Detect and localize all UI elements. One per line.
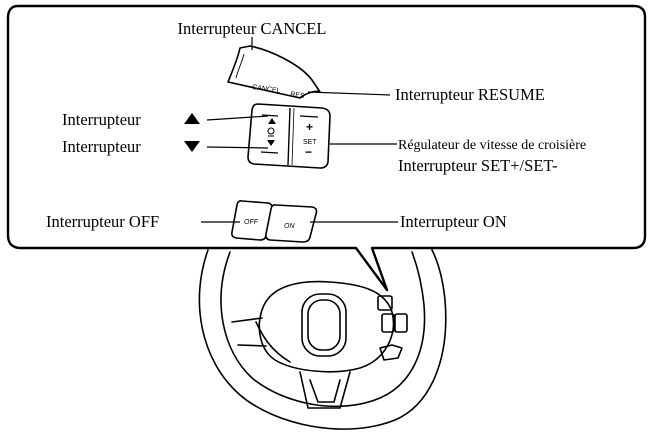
up-arrow-icon <box>184 113 200 124</box>
label-cancel: Interrupteur CANCEL <box>178 19 327 38</box>
label-down: Interrupteur <box>62 137 141 156</box>
set-plus-key: + <box>306 120 313 134</box>
label-off: Interrupteur OFF <box>46 212 159 231</box>
down-arrow-icon <box>184 141 200 152</box>
leader-lines <box>201 37 398 223</box>
off-key-label: OFF <box>244 219 259 226</box>
label-cruise-line2: Interrupteur SET+/SET- <box>398 156 557 175</box>
res-key-label: RES <box>290 91 306 100</box>
on-key-label: ON <box>284 223 295 230</box>
panel-down-arrow-icon <box>267 140 275 146</box>
set-minus-key: − <box>305 145 312 159</box>
label-cruise-line1: Régulateur de vitesse de croisière <box>398 138 586 153</box>
label-on: Interrupteur ON <box>400 212 507 231</box>
label-up: Interrupteur <box>62 110 141 129</box>
steering-wheel <box>198 249 447 430</box>
cancel-key-label: CANCEL <box>252 84 281 95</box>
switch-panel: + SET − <box>247 103 331 169</box>
set-key-label: SET <box>303 139 317 146</box>
panel-up-arrow-icon <box>268 118 276 124</box>
cruise-icon <box>267 127 275 135</box>
on-button: ON <box>265 204 318 243</box>
label-resume: Interrupteur RESUME <box>395 85 545 104</box>
